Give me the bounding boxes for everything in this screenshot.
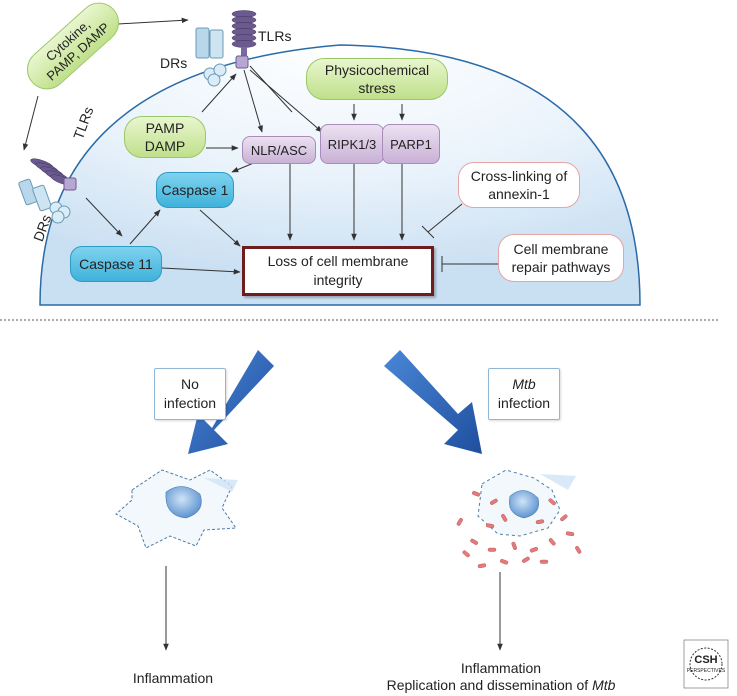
physicochemical-stress-box: Physicochemical stress [306,58,448,100]
mtb-label: Mtb [512,376,536,392]
tlrs-top-label: TLRs [258,28,292,44]
mtb-infection-box: Mtb infection [488,368,560,420]
pamp-damp-box: PAMP DAMP [124,116,206,158]
csh-logo [683,639,729,689]
cell-membrane [39,44,641,306]
right-outcome-mtb: Mtb [592,677,616,693]
loss-of-integrity-box: Loss of cell membrane integrity [242,246,434,296]
right-outcome-line2: Replication and dissemination of Mtb [376,677,626,694]
right-outcome-line1: Inflammation [460,660,542,676]
logo-text: CSH [694,654,718,666]
nlr-asc-box: NLR/ASC [242,136,316,164]
left-outcome: Inflammation [132,670,214,686]
top-receptors [195,10,257,87]
pathway-arrows [22,17,503,651]
right-outcome-line2-text: Replication and dissemination of [386,677,593,693]
parp1-box: PARP1 [382,124,440,164]
right-outcome: Inflammation Replication and disseminati… [376,660,626,694]
caspase11-box: Caspase 11 [70,246,162,282]
big-arrow-left [188,350,274,454]
big-arrow-right [384,350,482,454]
drs-top-label: DRs [160,55,188,71]
ripk-box: RIPK1/3 [320,124,384,164]
infection-label: infection [497,395,551,411]
ruptured-cell [456,469,582,569]
left-receptors [18,158,77,224]
logo-subtext: PERSPECTIVES [686,668,726,674]
intact-cell [115,469,238,549]
annexin-box: Cross-linking of annexin-1 [458,162,580,208]
repair-box: Cell membrane repair pathways [498,234,624,282]
no-infection-box: No infection [154,368,226,420]
caspase1-box: Caspase 1 [156,172,234,208]
